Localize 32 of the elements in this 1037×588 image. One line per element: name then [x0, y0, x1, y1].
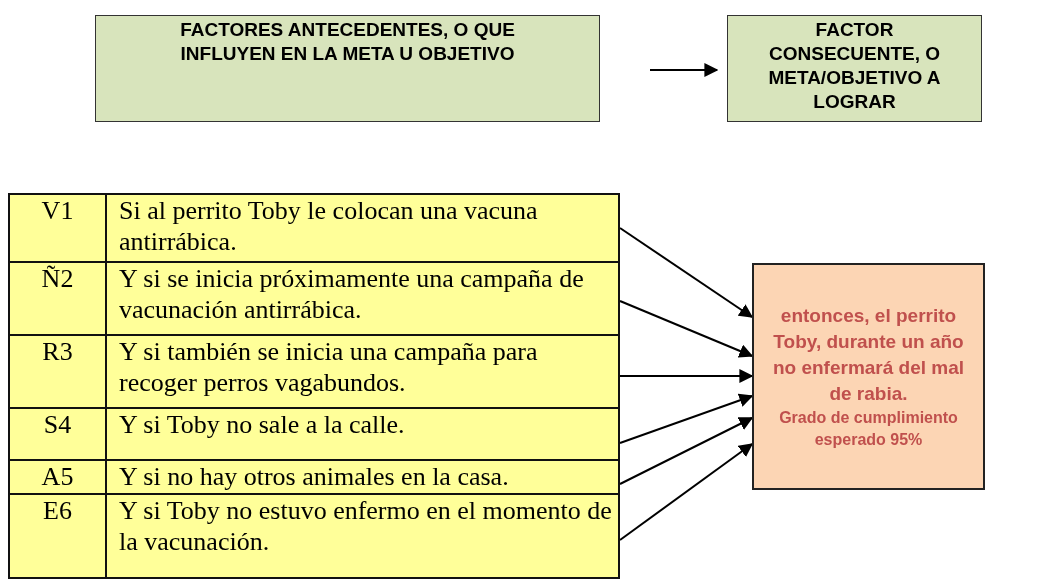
factor-row [8, 334, 620, 409]
factor-text: Y si se inicia próximamente una campaña de vacunación antirrábica. [119, 263, 585, 325]
result-note: Grado de cumplimiento esperado 95% [778, 407, 959, 450]
factor-row [8, 407, 620, 461]
factor-code: V1 [41, 195, 74, 226]
factor-row [8, 459, 620, 495]
arrow [619, 300, 754, 358]
factor-code: S4 [43, 409, 72, 440]
factor-text: Y si Toby no estuvo enfermo en el momento de la vacunación. [119, 495, 613, 557]
arrow [619, 369, 754, 383]
arrow [649, 63, 719, 77]
factor-row [8, 493, 620, 579]
factor-row [8, 193, 620, 263]
factor-code: A5 [41, 461, 74, 492]
result-text: entonces, el perrito Toby, durante un año no enfermará del mal de rabia. [771, 303, 966, 406]
factor-text: Y si no hay otros animales en la casa. [119, 461, 509, 492]
header-text: FACTOR CONSECUENTE, O META/OBJETIVO A LOGRAR [767, 18, 942, 114]
header-text: FACTORES ANTECEDENTES, O QUE INFLUYEN EN LA META U OBJETIVO [179, 18, 516, 66]
factor-text: Y si Toby no sale a la calle. [119, 409, 405, 440]
arrow [619, 227, 754, 318]
result-box [752, 263, 985, 490]
factor-row [8, 261, 620, 336]
header-box [727, 15, 982, 122]
factor-text: Y si también se inicia una campaña para recoger perros vagabundos. [119, 336, 539, 398]
arrow [619, 443, 754, 541]
factor-code: Ñ2 [41, 263, 74, 294]
factor-code: E6 [43, 495, 72, 526]
factor-text: Si al perrito Toby le colocan una vacuna antirrábica. [119, 195, 539, 257]
header-box [95, 15, 600, 122]
factor-code: R3 [42, 336, 73, 367]
arrow [619, 417, 754, 485]
arrow [619, 393, 754, 444]
